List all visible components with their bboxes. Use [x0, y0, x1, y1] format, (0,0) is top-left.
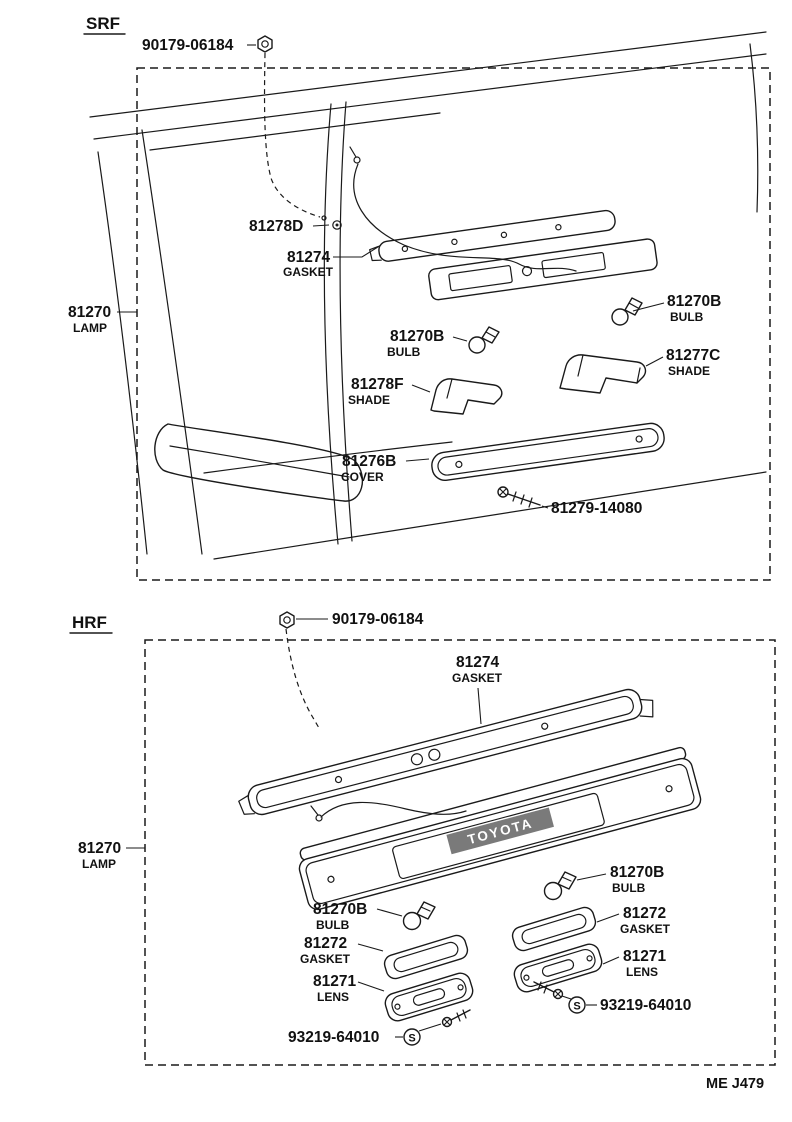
callout-shade-right-desc: SHADE [668, 364, 710, 378]
srf-cover-part [431, 422, 665, 482]
hrf-lamp-housing: TOYOTA [298, 746, 702, 911]
leader-shade-left [411, 384, 431, 393]
callout-lens-right-desc: LENS [626, 965, 658, 979]
bulb-icon [543, 871, 577, 901]
callout-lens-left: 81271 [313, 973, 356, 990]
leader-81278d [312, 224, 330, 227]
leader-screw-right [561, 995, 572, 1000]
leader-gasket-right [596, 913, 620, 923]
hrf-assembly-boundary [144, 639, 776, 1066]
hrf-nut-dashed-leader [285, 628, 320, 729]
callout-81278d: 81278D [249, 218, 303, 235]
screw-icon [441, 1009, 471, 1028]
s-symbol-icon: S [568, 996, 586, 1014]
callout-hrf-lamp-desc: LAMP [82, 857, 116, 871]
leader-shade-right [645, 356, 664, 367]
leader-hrf-bulb-left [376, 908, 403, 917]
hrf-lens-right [513, 943, 603, 993]
callout-srf-bulb-mid-desc: BULB [387, 345, 421, 359]
leader-lens-right [602, 956, 620, 965]
s-symbol-icon: S [403, 1028, 421, 1046]
callout-hrf-bulb-right: 81270B [610, 864, 664, 881]
hrf-lens-gasket-left [383, 934, 469, 980]
srf-nut-dashed-leader [263, 52, 321, 218]
wire-harness [310, 801, 467, 822]
vehicle-outline [89, 31, 767, 560]
leader-srf-gasket [333, 244, 382, 258]
toyota-badge [446, 807, 554, 855]
callout-cover: 81276B [342, 453, 396, 470]
s-symbol-left: S [408, 1033, 415, 1045]
callout-srf-gasket-desc: GASKET [283, 265, 334, 279]
hrf-lens-left [384, 972, 474, 1022]
hrf-title: HRF [72, 613, 107, 632]
nut-icon [257, 35, 273, 53]
callout-gasket-right-desc: GASKET [620, 922, 671, 936]
srf-shade-right [559, 354, 647, 394]
srf-title: SRF [86, 14, 120, 33]
leader-hrf-gasket [477, 687, 482, 725]
leader-screw [541, 505, 549, 509]
callout-hrf-bulb-left-desc: BULB [316, 918, 350, 932]
bulb-icon [611, 297, 643, 326]
callout-srf-gasket: 81274 [287, 249, 330, 266]
callout-srf-bulb-right-desc: BULB [670, 310, 704, 324]
bulb-icon [402, 901, 436, 931]
eyelet-icon [332, 220, 342, 230]
callout-gasket-right: 81272 [623, 905, 666, 922]
srf-gasket-part [369, 209, 616, 262]
srf-shade-left [430, 378, 503, 415]
hrf-section: HRF 90179-06184 81274 GASKET [69, 611, 776, 1066]
leader-lens-left [357, 981, 385, 992]
callout-srf-lamp-desc: LAMP [73, 321, 107, 335]
leader-gasket-left [357, 943, 384, 952]
hrf-gasket-part [238, 688, 654, 816]
page-code: ME J479 [706, 1076, 764, 1092]
hrf-nut-part-label: 90179-06184 [332, 611, 424, 628]
callout-shade-left: 81278F [351, 376, 404, 393]
callout-screw: 81279-14080 [551, 500, 642, 517]
s-symbol-right: S [573, 1001, 580, 1013]
nut-icon [279, 611, 295, 629]
screw-icon [533, 981, 564, 1000]
callout-lens-left-desc: LENS [317, 990, 349, 1004]
leader-cover [405, 458, 430, 462]
callout-gasket-left-desc: GASKET [300, 952, 351, 966]
leader-screw-left [418, 1023, 442, 1032]
screw-icon [497, 486, 541, 508]
bulb-icon [468, 326, 500, 354]
callout-gasket-left: 81272 [304, 935, 347, 952]
callout-hrf-gasket-desc: GASKET [452, 671, 503, 685]
callout-shade-left-desc: SHADE [348, 393, 390, 407]
leader-hrf-bulb-right [576, 873, 607, 881]
callout-srf-bulb-right: 81270B [667, 293, 721, 310]
callout-screw-left: 93219-64010 [288, 1029, 379, 1046]
hrf-lens-gasket-right [511, 906, 597, 952]
callout-screw-right: 93219-64010 [600, 997, 691, 1014]
callout-hrf-bulb-right-desc: BULB [612, 881, 646, 895]
callout-cover-desc: COVER [341, 470, 384, 484]
wire-harness [349, 146, 577, 272]
srf-nut-part-label: 90179-06184 [142, 37, 234, 54]
srf-section: SRF 90179-06184 [68, 14, 771, 581]
leader-srf-bulb-right [632, 302, 665, 312]
srf-lamp-housing [428, 238, 658, 301]
callout-lens-right: 81271 [623, 948, 666, 965]
srf-assembly-boundary [136, 67, 771, 581]
callout-srf-lamp: 81270 [68, 304, 111, 321]
callout-srf-bulb-mid: 81270B [390, 328, 444, 345]
leader-srf-bulb-mid [452, 336, 468, 342]
callout-hrf-lamp: 81270 [78, 840, 121, 857]
callout-hrf-bulb-left: 81270B [313, 901, 367, 918]
callout-shade-right: 81277C [666, 347, 720, 364]
callout-hrf-gasket: 81274 [456, 654, 499, 671]
rear-bumper [154, 423, 364, 502]
srf-nut-target [321, 215, 327, 221]
